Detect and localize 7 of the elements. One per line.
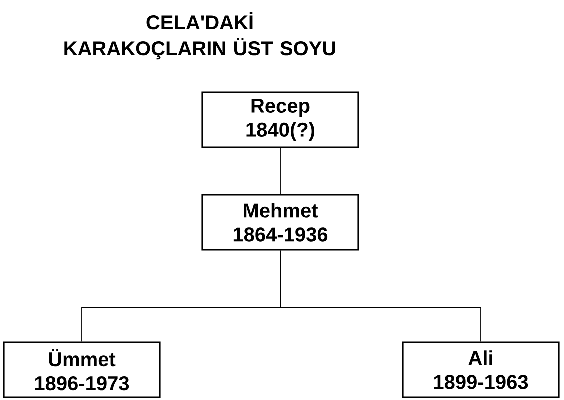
person-box: Mehmet 1864-1936 xyxy=(202,194,360,251)
tree-connector xyxy=(280,250,482,342)
tree-connector xyxy=(280,148,281,195)
person-box: Recep 1840(?) xyxy=(202,92,360,148)
person-box: Ali 1899-1963 xyxy=(402,342,560,398)
person-box: Ümmet 1896-1973 xyxy=(3,342,161,398)
title: CELA'DAKİ KARAKOÇLARIN ÜST SOYU xyxy=(64,12,336,60)
